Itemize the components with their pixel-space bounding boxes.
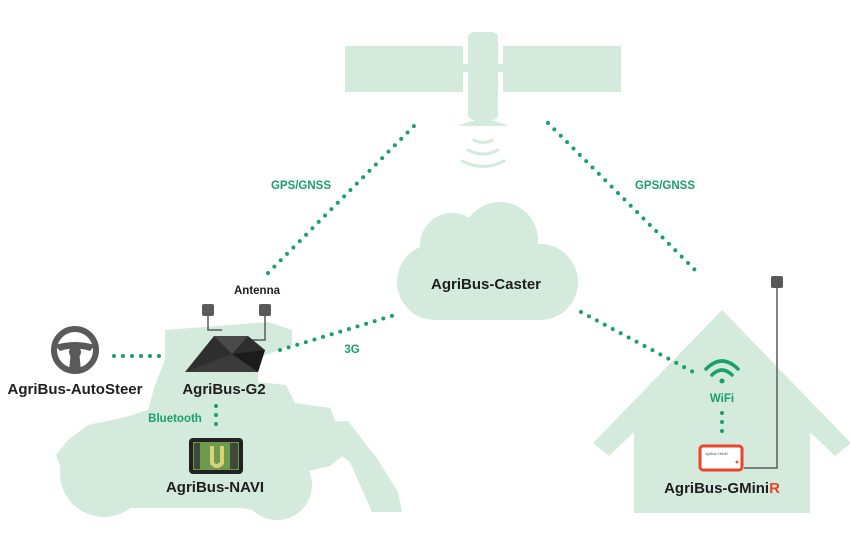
cloud-icon	[397, 202, 578, 320]
gmini-screen-text: AgriBus-GMiniR	[705, 452, 729, 456]
gps-link-right	[546, 121, 700, 275]
gps-link-left	[266, 121, 419, 275]
satellite-icon	[345, 32, 621, 126]
receiver-icon	[185, 336, 265, 372]
navi-label: AgriBus-NAVI	[166, 479, 264, 496]
link-3g-label: 3G	[344, 344, 359, 356]
gmini-label-suffix: R	[769, 480, 780, 497]
wifi-icon	[704, 359, 740, 384]
gps-label-right: GPS/GNSS	[635, 180, 695, 192]
link-3g	[278, 313, 397, 352]
tractor-icon	[56, 322, 402, 520]
gmini-device-icon: AgriBus-GMiniR	[698, 444, 744, 472]
wifi-label: WiFi	[710, 393, 734, 405]
bluetooth-label: Bluetooth	[148, 413, 202, 425]
link-wifi	[579, 310, 699, 376]
antenna-icon	[202, 304, 271, 341]
gmini-antenna-icon	[744, 276, 783, 469]
autosteer-label: AgriBus-AutoSteer	[7, 381, 142, 398]
signal-waves-icon	[460, 138, 506, 168]
gps-label-left: GPS/GNSS	[271, 180, 331, 192]
tablet-icon	[189, 438, 243, 474]
g2-label: AgriBus-G2	[182, 381, 265, 398]
gmini-label-main: AgriBus-GMini	[664, 480, 769, 497]
caster-label: AgriBus-Caster	[431, 276, 541, 293]
steering-wheel-icon	[51, 326, 99, 374]
gmini-label: AgriBus-GMiniR	[664, 480, 780, 497]
antenna-label: Antenna	[234, 285, 281, 297]
